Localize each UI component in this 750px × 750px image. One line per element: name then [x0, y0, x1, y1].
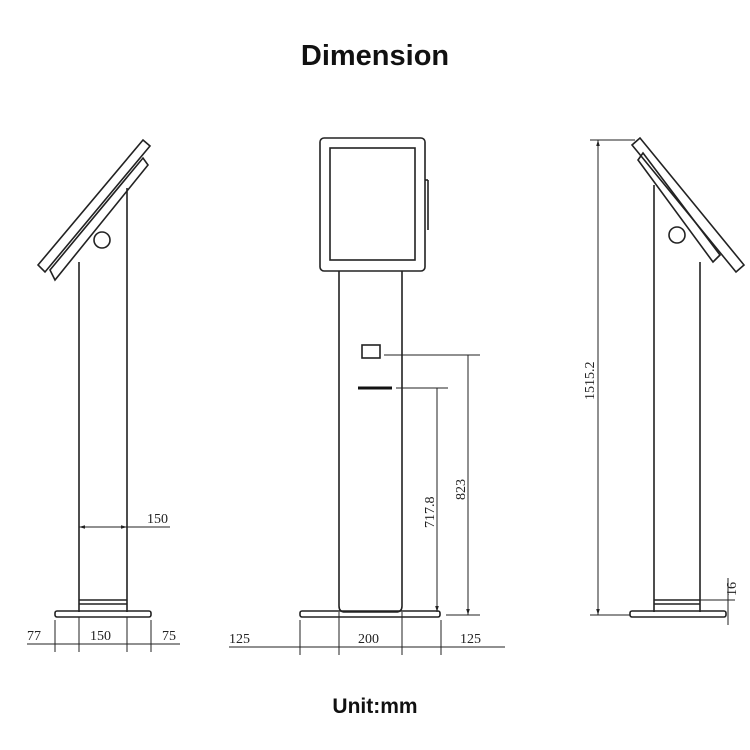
base-width-label: 150 [90, 629, 111, 644]
front-offset-left-label: 125 [229, 632, 250, 647]
camera-hole [93, 231, 111, 249]
front-offset-right-label: 125 [460, 632, 481, 647]
front-view: 823 717.8 125 200 125 [229, 137, 505, 655]
unit-label: Unit:mm [332, 695, 418, 718]
screen-frame [319, 137, 426, 272]
screen-display [329, 147, 416, 261]
total-height-label: 1515.2 [583, 362, 598, 401]
offset-right-label: 75 [162, 629, 176, 644]
camera-hole [668, 226, 686, 244]
right-side-view: 1515.2 16 [583, 136, 746, 625]
base-height-label: 16 [725, 582, 740, 596]
page-title: Dimension [300, 40, 450, 72]
tablet-screen [630, 136, 746, 274]
tablet-screen [36, 138, 152, 282]
front-pole-width-label: 200 [358, 632, 379, 647]
card-height-label: 717.8 [423, 497, 438, 529]
card-reader [361, 344, 381, 359]
left-side-view: 150 77 150 75 [27, 138, 180, 652]
pole-width-label: 150 [147, 512, 168, 527]
slot-height-label: 823 [454, 479, 469, 500]
offset-left-label: 77 [27, 629, 41, 644]
